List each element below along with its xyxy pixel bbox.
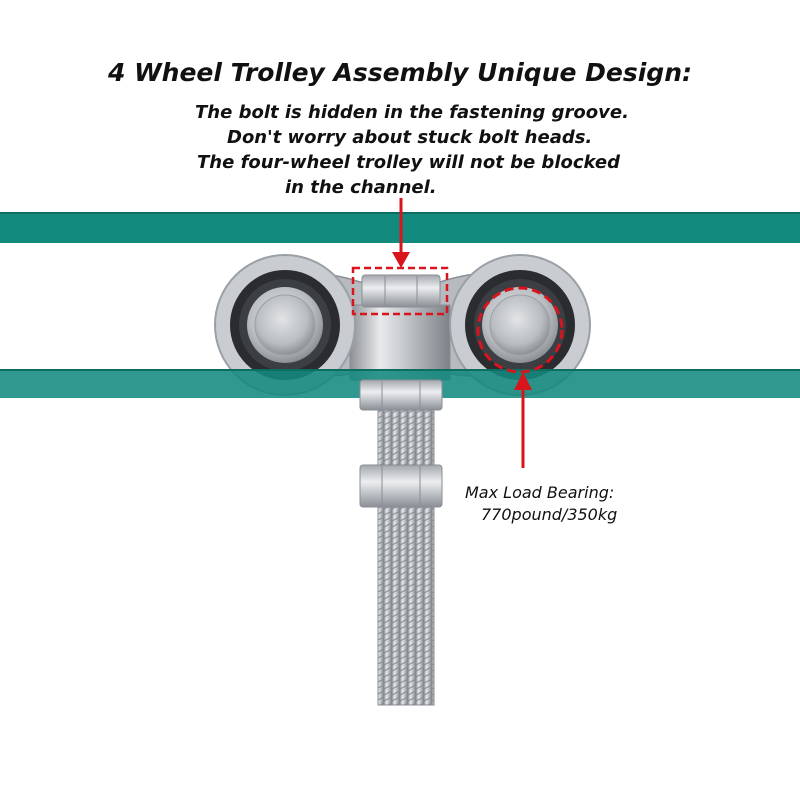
bearing-highlight-circle (476, 286, 564, 374)
bolt-arrow (392, 198, 410, 268)
description-line: in the channel. (285, 177, 437, 198)
bolt-head (361, 274, 441, 308)
description-line: The bolt is hidden in the fastening groo… (195, 102, 629, 123)
load-bearing-callout: Max Load Bearing: 770pound/350kg (465, 482, 617, 526)
design-description: The bolt is hidden in the fastening groo… (195, 100, 635, 200)
upper-nut (359, 379, 443, 411)
load-callout-label: Max Load Bearing: (465, 483, 615, 502)
right-wheel (449, 254, 591, 396)
description-line: Don't worry about stuck bolt heads. (227, 127, 593, 148)
load-callout-value: 770pound/350kg (481, 505, 618, 524)
description-line: The four-wheel trolley will not be block… (197, 152, 620, 173)
page-heading: 4 Wheel Trolley Assembly Unique Design: (107, 58, 692, 87)
threaded-rod (377, 409, 435, 706)
lower-nut (359, 464, 443, 508)
bolt-highlight-box (351, 266, 449, 316)
bearing-arrow (514, 372, 532, 468)
